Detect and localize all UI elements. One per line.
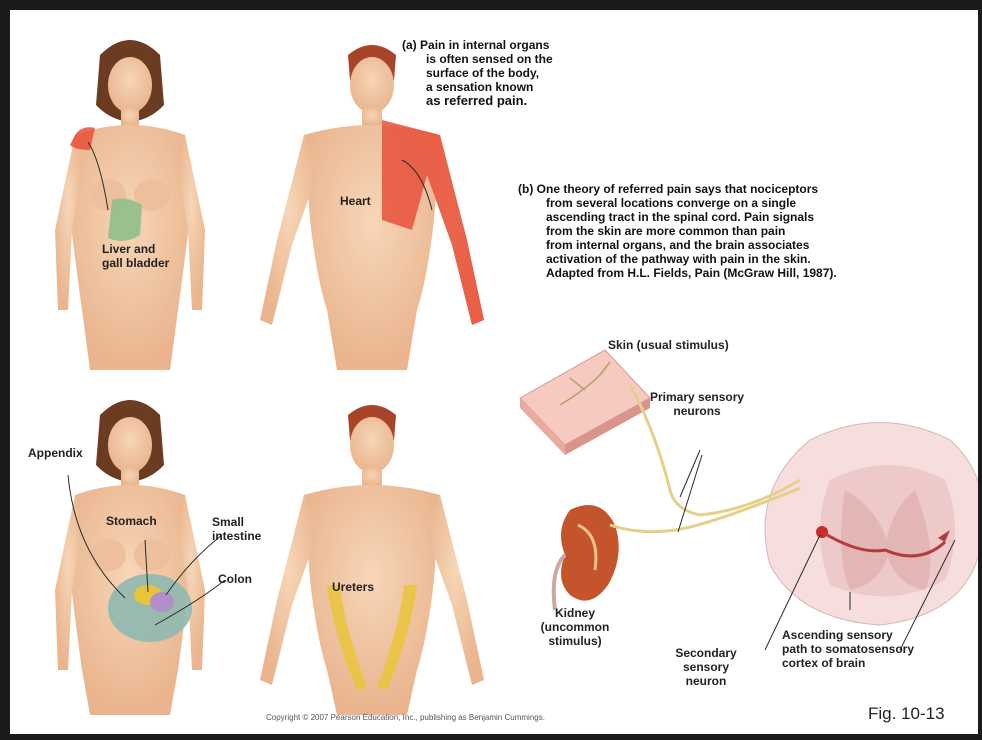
caption-a-line1: Pain in internal organs	[420, 38, 549, 52]
label-liver-line2: gall bladder	[102, 256, 169, 270]
label-primary-line2: neurons	[650, 404, 744, 418]
figure-number: Fig. 10-13	[868, 704, 945, 724]
label-heart: Heart	[340, 194, 371, 208]
caption-a-letter: (a)	[402, 38, 417, 52]
label-small-line2: intestine	[212, 529, 261, 543]
label-primary-line1: Primary sensory	[650, 390, 744, 404]
label-stomach: Stomach	[106, 514, 157, 528]
caption-a-line2: is often sensed on the	[402, 52, 622, 66]
label-small-line1: Small	[212, 515, 261, 529]
spinal-cord	[765, 423, 978, 626]
label-secondary-line1: Secondary	[666, 646, 746, 660]
label-ascending-line2: path to somatosensory	[782, 642, 972, 656]
label-ascending-path: Ascending sensory path to somatosensory …	[782, 628, 972, 670]
label-ascending-line3: cortex of brain	[782, 656, 972, 670]
label-secondary-line3: neuron	[666, 674, 746, 688]
label-primary-neurons: Primary sensory neurons	[650, 390, 744, 418]
caption-b-line2: from several locations converge on a sin…	[518, 196, 973, 210]
label-secondary-line2: sensory	[666, 660, 746, 674]
copyright-text: Copyright © 2007 Pearson Education, Inc.…	[266, 713, 545, 722]
male-figure-bottom	[260, 405, 484, 715]
label-kidney-line1: Kidney	[530, 606, 620, 620]
caption-b-line7: Adapted from H.L. Fields, Pain (McGraw H…	[518, 266, 973, 280]
kidney	[554, 505, 619, 610]
label-kidney-line3: stimulus)	[530, 634, 620, 648]
label-kidney-line2: (uncommon	[530, 620, 620, 634]
label-secondary-neuron: Secondary sensory neuron	[666, 646, 746, 688]
caption-b-line1: One theory of referred pain says that no…	[537, 182, 818, 196]
label-liver-line1: Liver and	[102, 242, 169, 256]
caption-a-line5: as referred pain.	[402, 94, 622, 108]
body-figures	[10, 10, 978, 734]
caption-b-line3: ascending tract in the spinal cord. Pain…	[518, 210, 973, 224]
caption-b: (b) One theory of referred pain says tha…	[518, 182, 973, 280]
label-skin: Skin (usual stimulus)	[608, 338, 729, 352]
caption-b-line6: activation of the pathway with pain in t…	[518, 252, 973, 266]
label-ascending-line1: Ascending sensory	[782, 628, 972, 642]
caption-b-line4: from the skin are more common than pain	[518, 224, 973, 238]
label-appendix: Appendix	[28, 446, 83, 460]
label-small-intestine: Small intestine	[212, 515, 261, 543]
female-figure-top	[55, 40, 205, 370]
label-colon: Colon	[218, 572, 252, 586]
skin-patch	[520, 350, 650, 455]
caption-b-letter: (b)	[518, 182, 533, 196]
caption-a: (a) Pain in internal organs is often sen…	[402, 38, 622, 108]
slide: (a) Pain in internal organs is often sen…	[10, 10, 978, 734]
label-liver: Liver and gall bladder	[102, 242, 169, 270]
label-ureters: Ureters	[332, 580, 374, 594]
label-kidney: Kidney (uncommon stimulus)	[530, 606, 620, 648]
caption-a-line4: a sensation known	[402, 80, 622, 94]
caption-a-line3: surface of the body,	[402, 66, 622, 80]
caption-b-line5: from internal organs, and the brain asso…	[518, 238, 973, 252]
